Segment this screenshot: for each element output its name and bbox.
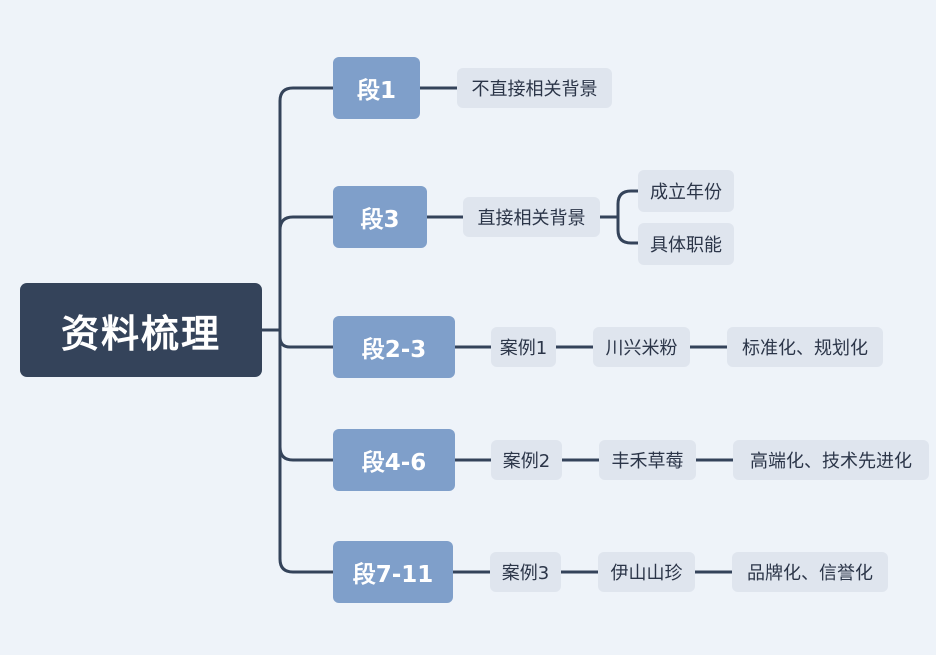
connector-trunk-seg23 bbox=[278, 328, 335, 349]
case-subject-node-3[interactable]: 伊山山珍 bbox=[598, 552, 695, 592]
connector-branch-founded bbox=[616, 189, 640, 219]
topic-node-founding-year[interactable]: 成立年份 bbox=[638, 170, 734, 212]
connector-trunk-seg3 bbox=[278, 215, 335, 232]
connector-trunk-seg46 bbox=[278, 328, 335, 462]
segment-node-3[interactable]: 段3 bbox=[333, 186, 427, 248]
topic-node-direct-background[interactable]: 直接相关背景 bbox=[463, 197, 600, 237]
topic-node-specific-duties[interactable]: 具体职能 bbox=[638, 223, 734, 265]
case-subject-node-2[interactable]: 丰禾草莓 bbox=[599, 440, 696, 480]
segment-node-1[interactable]: 段1 bbox=[333, 57, 420, 119]
case-node-3[interactable]: 案例3 bbox=[490, 552, 561, 592]
connector-trunk-seg1 bbox=[278, 86, 335, 332]
case-traits-node-1[interactable]: 标准化、规划化 bbox=[727, 327, 883, 367]
segment-node-2-3[interactable]: 段2-3 bbox=[333, 316, 455, 378]
segment-node-7-11[interactable]: 段7-11 bbox=[333, 541, 453, 603]
connector-branch-duties bbox=[616, 215, 640, 245]
case-traits-node-2[interactable]: 高端化、技术先进化 bbox=[733, 440, 929, 480]
case-subject-node-1[interactable]: 川兴米粉 bbox=[593, 327, 690, 367]
case-traits-node-3[interactable]: 品牌化、信誉化 bbox=[732, 552, 888, 592]
connector-trunk-seg711 bbox=[278, 328, 335, 574]
case-node-2[interactable]: 案例2 bbox=[491, 440, 562, 480]
case-node-1[interactable]: 案例1 bbox=[491, 327, 556, 367]
root-node[interactable]: 资料梳理 bbox=[20, 283, 262, 377]
topic-node-indirect-background[interactable]: 不直接相关背景 bbox=[457, 68, 612, 108]
segment-node-4-6[interactable]: 段4-6 bbox=[333, 429, 455, 491]
